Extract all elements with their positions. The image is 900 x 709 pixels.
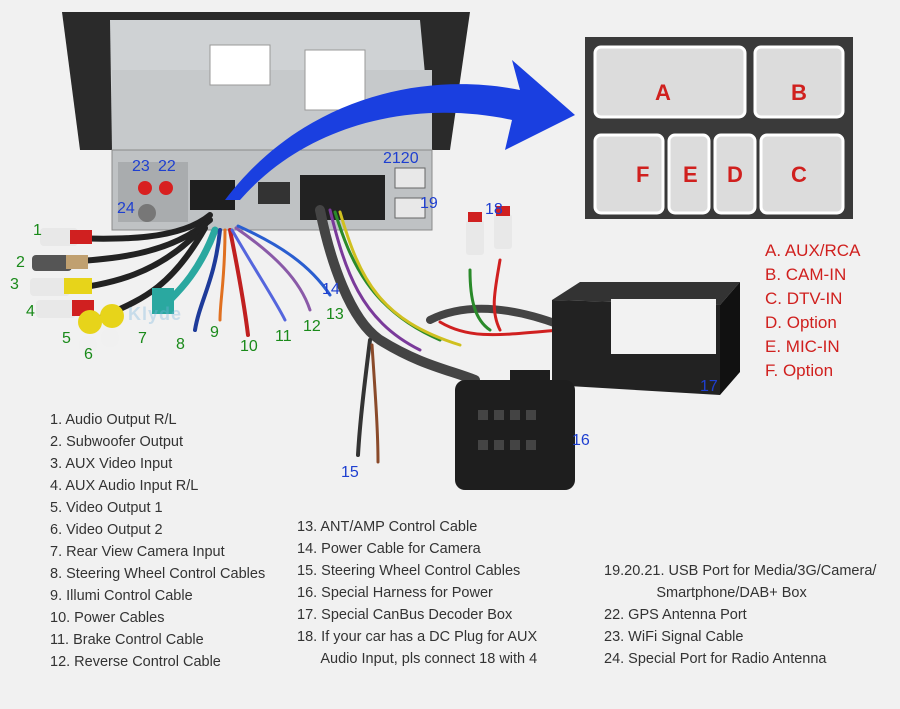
port-letter-c: C xyxy=(791,162,807,187)
arrow-icon xyxy=(225,60,575,200)
port-letter-e: E xyxy=(683,162,698,187)
callout-16: 16 xyxy=(572,432,590,449)
callout-18: 18 xyxy=(485,201,503,218)
port-panel xyxy=(585,37,853,219)
port-letter-b: B xyxy=(791,80,807,105)
power-connector xyxy=(455,370,575,490)
list-item: 10. Power Cables xyxy=(50,610,165,626)
port-letter-a: A xyxy=(655,80,671,105)
list-item: 14. Power Cable for Camera xyxy=(297,541,481,557)
callout-15: 15 xyxy=(341,464,359,481)
callout-2: 2 xyxy=(16,254,25,271)
legend-item-a: A. AUX/RCA xyxy=(765,241,861,260)
list-item: 11. Brake Control Cable xyxy=(50,632,204,648)
callout-6: 6 xyxy=(84,346,93,363)
callout-5: 5 xyxy=(62,330,71,347)
legend-item-c: C. DTV-IN xyxy=(765,289,843,308)
list-item: 22. GPS Antenna Port xyxy=(604,607,747,623)
list-item: 15. Steering Wheel Control Cables xyxy=(297,563,521,579)
list-item: Audio Input, pls connect 18 with 4 xyxy=(297,651,538,667)
callout-1: 1 xyxy=(33,222,42,239)
list-item: 2. Subwoofer Output xyxy=(50,434,183,450)
head-unit xyxy=(62,12,470,231)
list-item: 6. Video Output 2 xyxy=(50,522,163,538)
legend-item-d: D. Option xyxy=(765,313,837,332)
port-letter-d: D xyxy=(727,162,743,187)
list-item: Smartphone/DAB+ Box xyxy=(604,585,807,601)
callout-21-20: 2120 xyxy=(383,150,419,167)
list-item: 3. AUX Video Input xyxy=(50,456,173,472)
list-item: 12. Reverse Control Cable xyxy=(50,654,221,670)
port-letter-f: F xyxy=(636,162,650,187)
list-item: 16. Special Harness for Power xyxy=(297,585,493,601)
rca-18 xyxy=(466,206,512,255)
list-item: 17. Special CanBus Decoder Box xyxy=(297,607,513,623)
callout-11: 11 xyxy=(275,328,292,345)
list-item: 19.20.21. USB Port for Media/3G/Camera/ xyxy=(604,563,877,579)
callout-17: 17 xyxy=(700,378,718,395)
list-middle: 13. ANT/AMP Control Cable 14. Power Cabl… xyxy=(297,516,537,670)
callout-14: 14 xyxy=(322,281,340,298)
legend-item-b: B. CAM-IN xyxy=(765,265,847,284)
callout-8: 8 xyxy=(176,336,185,353)
callout-13: 13 xyxy=(326,306,344,323)
callout-23: 23 xyxy=(132,158,150,175)
list-right: 19.20.21. USB Port for Media/3G/Camera/ … xyxy=(604,560,876,670)
list-item: 24. Special Port for Radio Antenna xyxy=(604,651,827,667)
main-harness xyxy=(315,205,564,464)
callout-9: 9 xyxy=(210,324,219,341)
list-item: 1. Audio Output R/L xyxy=(50,412,177,428)
list-item: 13. ANT/AMP Control Cable xyxy=(297,519,478,535)
list-left: 1. Audio Output R/L 2. Subwoofer Output … xyxy=(50,409,265,673)
rca-plugs xyxy=(30,228,174,354)
list-item: 23. WiFi Signal Cable xyxy=(604,629,744,645)
list-item: 9. Illumi Control Cable xyxy=(50,588,193,604)
list-item: 18. If your car has a DC Plug for AUX xyxy=(297,629,538,645)
list-item: 7. Rear View Camera Input xyxy=(50,544,225,560)
port-legend: A. AUX/RCA B. CAM-IN C. DTV-IN D. Option… xyxy=(765,239,860,383)
list-item: 5. Video Output 1 xyxy=(50,500,163,516)
legend-item-f: F. Option xyxy=(765,361,834,380)
callout-24: 24 xyxy=(117,200,135,217)
callout-7: 7 xyxy=(138,330,147,347)
list-item: 8. Steering Wheel Control Cables xyxy=(50,566,266,582)
legend-item-e: E. MIC-IN xyxy=(765,337,840,356)
watermark: Klyde xyxy=(128,304,183,324)
callout-10: 10 xyxy=(240,338,258,355)
callout-3: 3 xyxy=(10,276,19,293)
callout-12: 12 xyxy=(303,318,321,335)
decoder-box xyxy=(552,282,740,395)
list-item: 4. AUX Audio Input R/L xyxy=(50,478,199,494)
callout-4: 4 xyxy=(26,303,35,320)
callout-22: 22 xyxy=(158,158,176,175)
callout-19: 19 xyxy=(420,195,438,212)
